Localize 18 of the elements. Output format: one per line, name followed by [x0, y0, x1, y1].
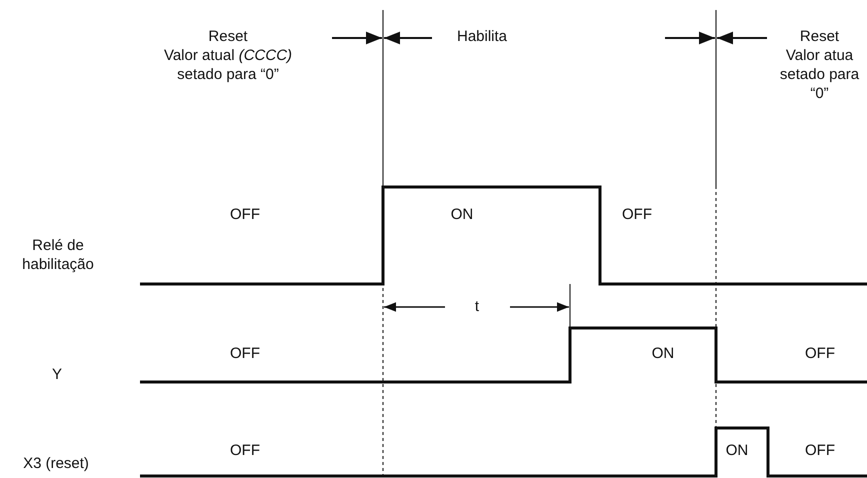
phase-label: Reset: [798, 27, 840, 46]
state-label: ON: [724, 441, 750, 460]
time-label: t: [474, 297, 480, 316]
state-label: ON: [650, 344, 676, 363]
signal-name: X3 (reset): [22, 454, 90, 473]
state-label: ON: [450, 205, 474, 224]
phase-description: Valor atual (CCCC) setado para “0”: [162, 46, 294, 84]
signal-name: Y: [50, 365, 63, 384]
state-label: OFF: [804, 344, 836, 363]
state-label: OFF: [804, 441, 836, 460]
phase-label: Reset: [207, 27, 249, 46]
state-label: OFF: [229, 205, 261, 224]
phase-label: Habilita: [456, 27, 508, 46]
state-label: OFF: [621, 205, 653, 224]
state-label: OFF: [229, 344, 261, 363]
state-label: OFF: [229, 441, 261, 460]
phase-description: Valor atua setado para “0”: [778, 46, 860, 103]
signal-name: Relé de habilitação: [21, 236, 95, 274]
